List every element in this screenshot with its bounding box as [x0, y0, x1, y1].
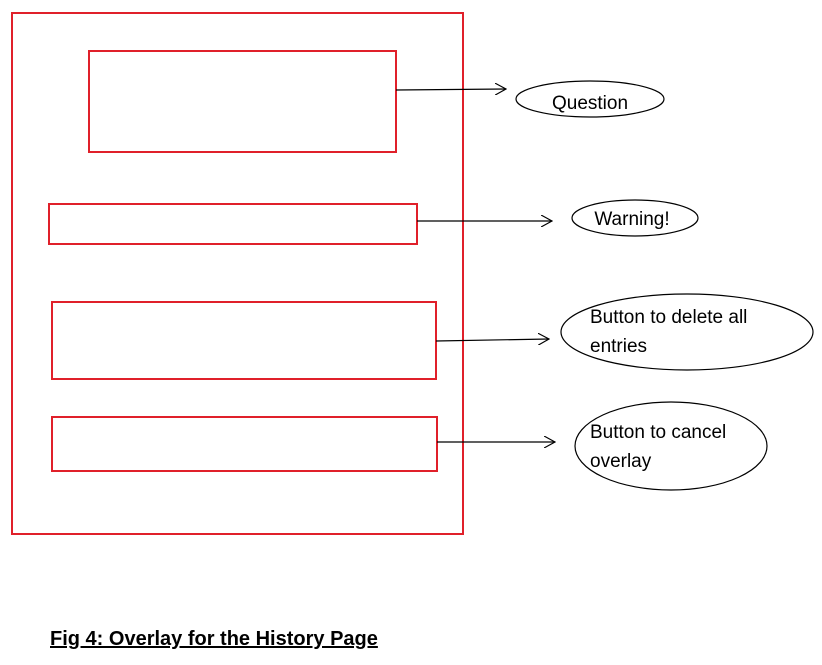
overlay-diagram: Question Warning! Button to delete all e…	[11, 12, 814, 535]
cancel-button-label-line-1: Button to cancel	[590, 422, 726, 443]
cancel-button-label: Button to cancel overlay	[590, 422, 732, 472]
delete-button-label-line-2: entries	[590, 336, 647, 357]
delete-button-label-ellipse	[560, 293, 814, 371]
warning-box	[48, 203, 418, 245]
delete-button-label: Button to delete all entries	[590, 307, 753, 357]
cancel-button-label-ellipse	[574, 401, 768, 491]
question-arrow	[395, 89, 506, 90]
delete-button-box	[51, 301, 437, 380]
cancel-button-box	[51, 416, 438, 472]
overlay-frame	[11, 12, 464, 535]
cancel-button-label-line-2: overlay	[590, 451, 652, 472]
delete-button-label-line-1: Button to delete all	[590, 307, 747, 328]
question-box	[88, 50, 397, 153]
delete-button-arrow	[435, 339, 549, 341]
warning-label: Warning!	[594, 209, 669, 230]
question-label-ellipse	[515, 80, 665, 118]
warning-label-ellipse	[571, 199, 699, 237]
figure-caption: Fig 4: Overlay for the History Page	[50, 628, 378, 650]
question-label: Question	[552, 93, 628, 114]
